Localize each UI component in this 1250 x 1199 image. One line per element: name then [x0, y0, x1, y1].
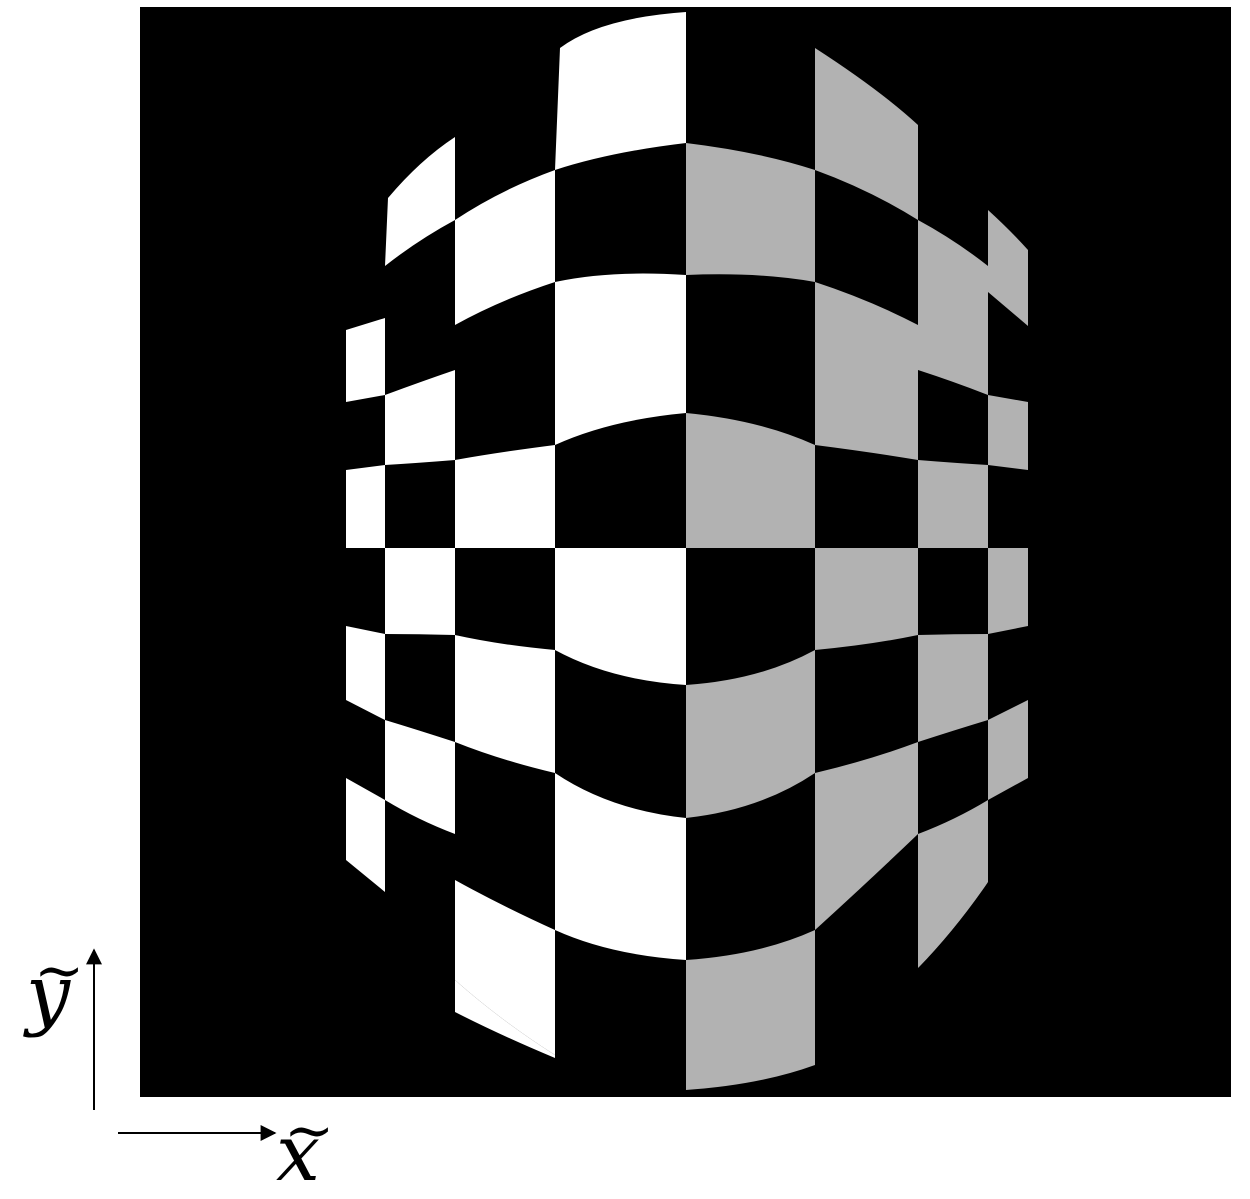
checker-cell — [346, 465, 385, 548]
checker-cell — [988, 700, 1028, 800]
checker-cell — [346, 318, 385, 402]
checker-cell — [385, 548, 455, 635]
x-axis-label: ~ x — [276, 1101, 334, 1193]
checker-cell — [385, 137, 455, 266]
checker-cell — [918, 882, 988, 968]
checker-cell — [815, 548, 918, 650]
checker-cell — [686, 143, 815, 282]
checker-cell — [455, 445, 555, 548]
checker-cell — [455, 635, 555, 773]
checker-cell — [455, 980, 555, 1058]
checker-grid — [346, 12, 1028, 1090]
checker-cell — [686, 413, 815, 548]
y-axis-label: ~ y — [26, 941, 84, 1033]
checker-cell — [815, 282, 918, 460]
x-axis-label-tilde: ~ — [284, 1096, 335, 1166]
checker-cell — [918, 460, 988, 548]
checker-cell — [455, 880, 555, 1055]
checker-cell — [918, 634, 988, 742]
checker-cell — [555, 773, 686, 960]
y-axis-label-tilde: ~ — [34, 936, 85, 1006]
checker-cell — [385, 720, 455, 834]
x-axis-label-text: x — [276, 1109, 320, 1199]
checker-cell — [686, 650, 815, 818]
checker-cell — [988, 548, 1028, 634]
checker-cell — [918, 800, 988, 968]
checker-cell — [815, 742, 918, 930]
checker-cell — [385, 370, 455, 465]
checker-cell — [555, 273, 686, 445]
checker-cell — [555, 548, 686, 685]
checker-cell — [346, 778, 385, 892]
checker-cell — [455, 170, 555, 325]
checker-cell — [918, 220, 988, 395]
checker-cell — [555, 12, 686, 170]
checker-cell — [686, 930, 815, 1090]
checker-cell — [988, 210, 1028, 326]
checker-cell — [815, 48, 918, 220]
checker-cell — [346, 626, 385, 720]
checker-cell — [988, 395, 1028, 470]
y-axis-label-text: y — [26, 949, 71, 1039]
